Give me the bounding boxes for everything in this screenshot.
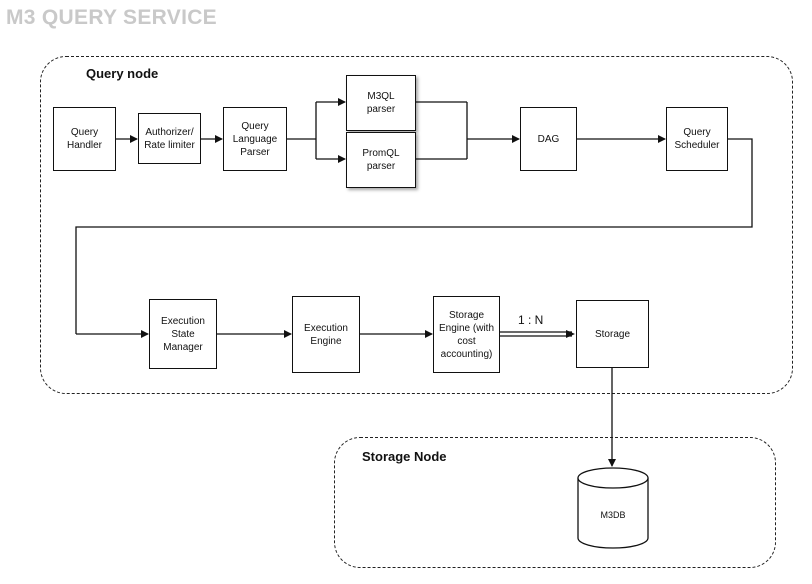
query-node-label: Query node — [86, 66, 159, 81]
storage-box: Storage — [576, 300, 649, 368]
storage-engine-box: Storage Engine (with cost accounting) — [433, 296, 500, 373]
language-parser-box: Query Language Parser — [223, 107, 287, 171]
execution-engine-box: Execution Engine — [292, 296, 360, 373]
dag-box: DAG — [520, 107, 577, 171]
query-node-zone — [40, 56, 793, 394]
m3db-cylinder — [577, 467, 649, 549]
promql-parser-box: PromQL parser — [346, 132, 416, 188]
query-handler-box: Query Handler — [53, 107, 116, 171]
query-scheduler-box: Query Scheduler — [666, 107, 728, 171]
storage-node-zone — [334, 437, 776, 568]
line-scheduler-wrap — [75, 138, 753, 334]
ratio-label: 1 : N — [518, 313, 544, 327]
m3db-label: M3DB — [600, 510, 626, 520]
page-title: M3 QUERY SERVICE — [6, 6, 217, 29]
authorizer-box: Authorizer/ Rate limiter — [138, 113, 201, 164]
storage-node-label: Storage Node — [362, 449, 447, 464]
execution-state-manager-box: Execution State Manager — [149, 299, 217, 369]
m3ql-parser-box: M3QL parser — [346, 75, 416, 131]
